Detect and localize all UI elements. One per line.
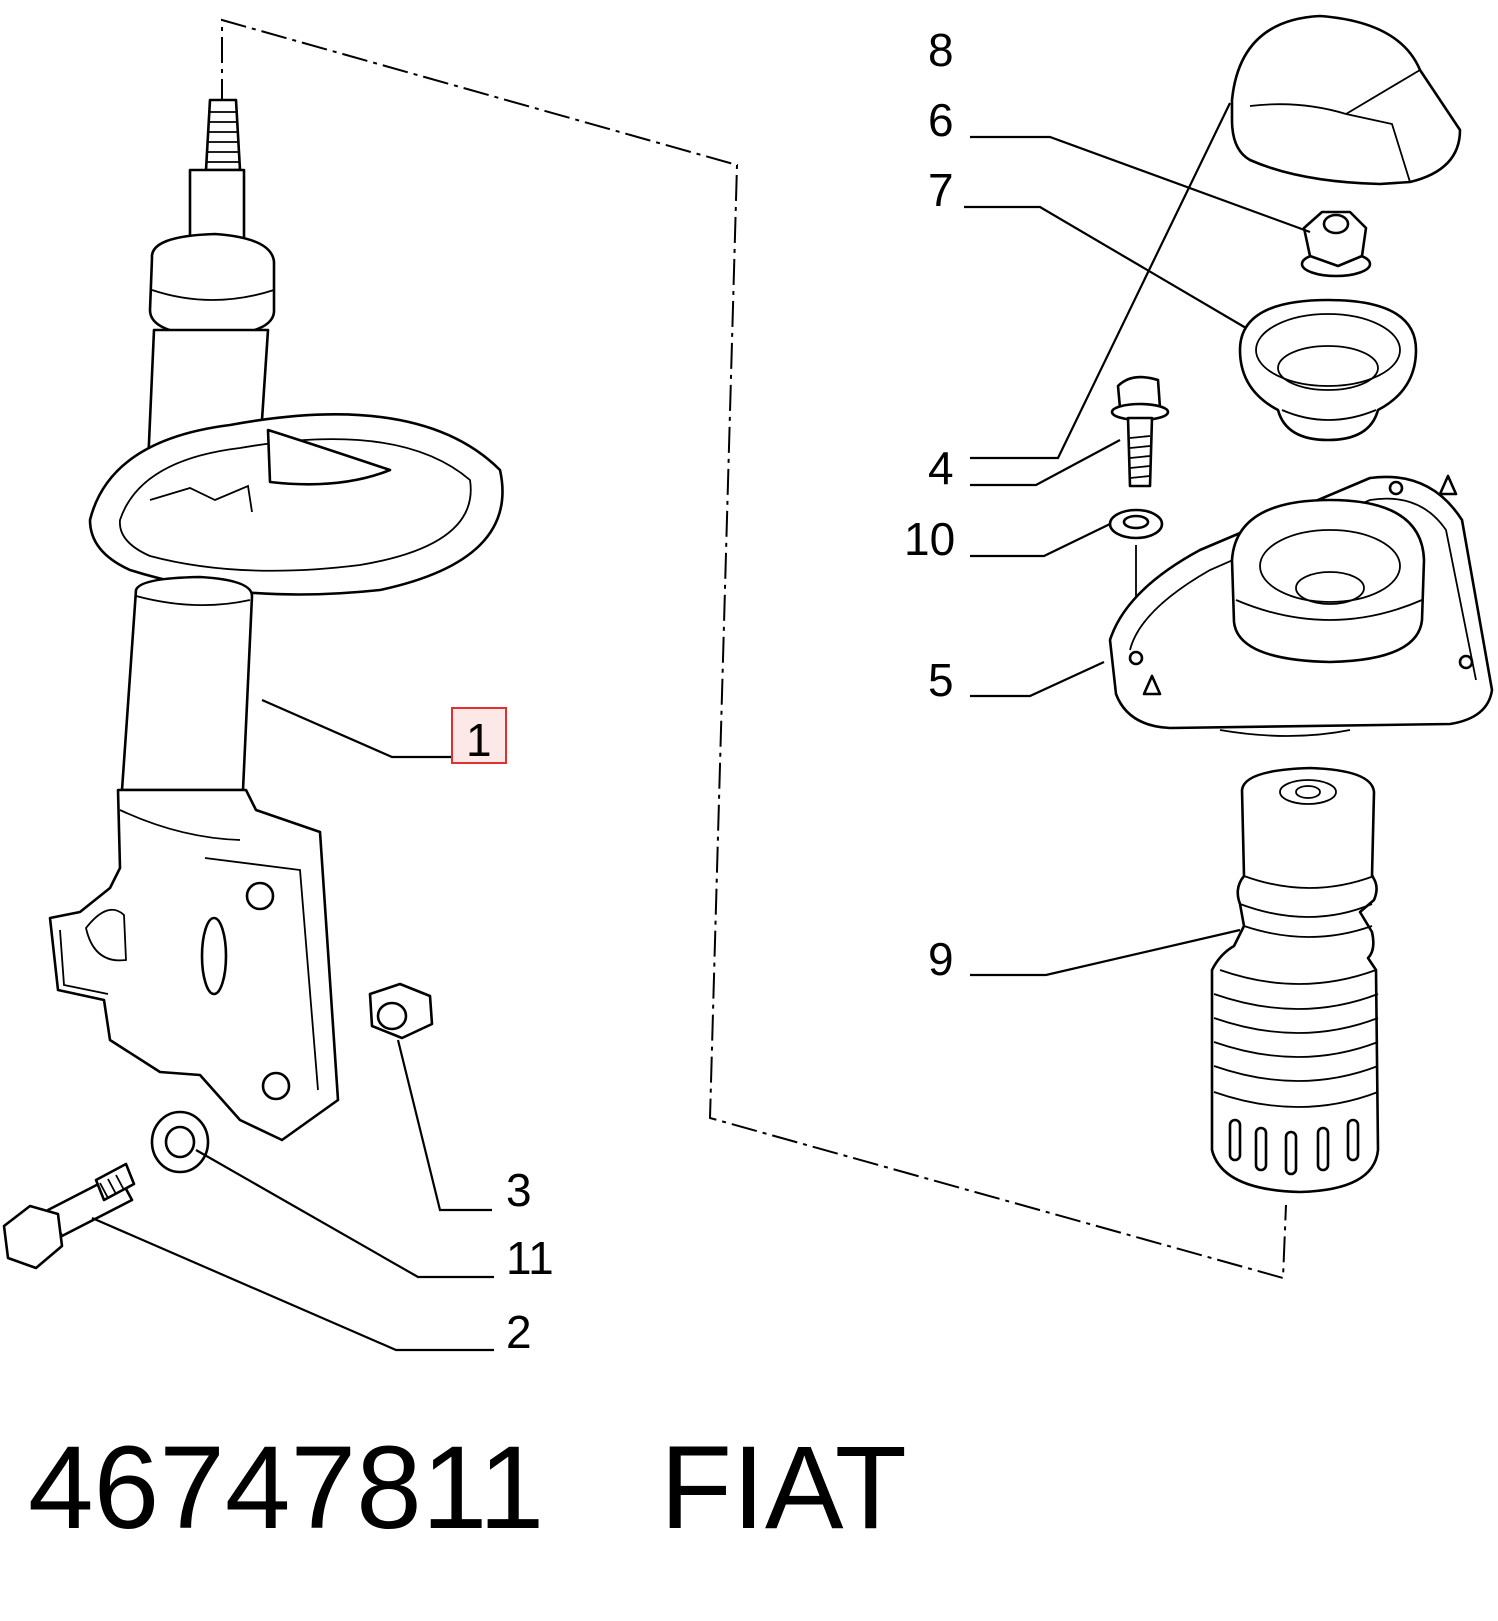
washer-part-11: [150, 1110, 210, 1174]
callout-2: 2: [506, 1306, 532, 1358]
assembly-outline: [221, 18, 1287, 1280]
callout-9: 9: [928, 933, 954, 985]
highlight-box-part-1: [451, 707, 507, 764]
nut-part-3: [368, 982, 434, 1040]
shock-absorber-strut: [48, 98, 504, 1142]
callout-7: 7: [928, 164, 954, 216]
part-number: 46747811: [28, 1422, 544, 1554]
callout-8: 8: [928, 24, 954, 76]
callout-labels: 1 3 11 2 8 6 7 4 10 5 9: [466, 24, 955, 1358]
brand-name: FIAT: [660, 1422, 907, 1554]
dust-boot-part-9: [1210, 766, 1380, 1194]
callout-5: 5: [928, 654, 954, 706]
callout-11: 11: [506, 1232, 554, 1284]
top-mount-part-5: [1108, 474, 1494, 737]
washer-part-10: [1108, 508, 1164, 640]
nut-part-6: [1300, 210, 1372, 278]
callout-6: 6: [928, 94, 954, 146]
callout-3: 3: [506, 1164, 532, 1216]
leader-lines: [91, 102, 1311, 1352]
bolt-part-2: [2, 1162, 136, 1270]
bearing-part-7: [1238, 298, 1418, 442]
callout-10: 10: [904, 513, 955, 565]
callout-1: 1: [466, 714, 492, 766]
screw-part-4: [1110, 375, 1170, 488]
callout-4: 4: [928, 442, 954, 494]
cap-part-8: [1230, 14, 1462, 186]
